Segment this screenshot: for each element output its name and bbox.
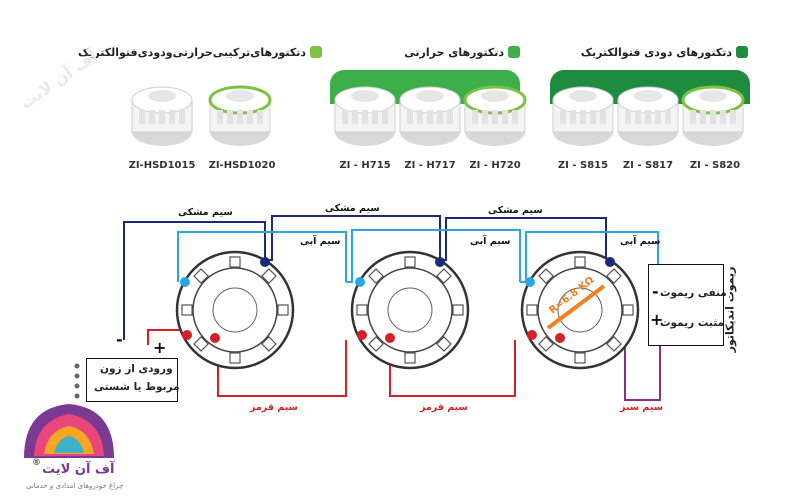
blue-wire (177, 229, 659, 283)
detector-image (552, 86, 614, 146)
group-title-text: دتکتورهای دودی فتوالکتریک (580, 45, 732, 59)
wire-label-blue: سیم آبی (300, 236, 341, 247)
wire-label-black: سیم مشکی (325, 203, 380, 214)
detector-image (208, 85, 272, 146)
detector-base (520, 250, 640, 370)
group-title-combined: دتکتورهای‌ترکیبی‌حرارتی‌ودودی‌فتوالکتریک (70, 42, 322, 62)
model-label-hsd1015: ZI-HSD1015 (128, 160, 196, 171)
detector-image (399, 86, 461, 146)
model-label-h720: ZI - H720 (469, 160, 521, 171)
remote-box-title: ریموت اندیکاتور (723, 266, 737, 353)
detector-base (350, 250, 470, 370)
wire-label-green: سیم سبز (620, 402, 664, 413)
wire-label-blue: سیم آبی (620, 236, 661, 247)
resistor-line (546, 284, 606, 330)
model-label-h715: ZI - H715 (339, 160, 391, 171)
wire-label-black: سیم مشکی (178, 207, 233, 218)
model-label-h717: ZI - H717 (404, 160, 456, 171)
brand-logo-icon (24, 404, 114, 458)
red-wire (147, 329, 516, 397)
remote-neg-sign: - (652, 282, 659, 301)
remote-indicator-box (648, 264, 724, 346)
wiring-diagram (123, 215, 666, 401)
wire-label-blue: سیم آبی (470, 236, 511, 247)
model-label-s817: ZI - S817 (622, 160, 674, 171)
detector-image (334, 86, 396, 146)
detector-image (617, 86, 679, 146)
zone-input-line2: مربوط یا شستی (94, 381, 180, 393)
detector-base (175, 250, 295, 370)
wire-label-red: سیم قرمز (250, 402, 298, 413)
zone-input-line1: ورودی از زون (100, 363, 173, 375)
group-title-smoke: دتکتورهای دودی فتوالکتریک (568, 42, 748, 62)
model-label-hsd1020: ZI-HSD1020 (208, 160, 276, 171)
group-title-text: دتکتورهای‌ترکیبی‌حرارتی‌ودودی‌فتوالکتریک (77, 45, 306, 59)
zone-neg-sign: - (116, 330, 123, 349)
wire-label-red: سیم قرمز (420, 402, 468, 413)
bullet-icon (310, 46, 322, 58)
brand-name: آف آن لایت (42, 462, 115, 477)
model-label-s820: ZI - S820 (689, 160, 741, 171)
brand-tagline: چراغ خودروهای امدادی و خدماتی (26, 482, 124, 490)
remote-positive-label: مثبت ریموت (660, 317, 725, 329)
wire-label-black: سیم مشکی (488, 205, 543, 216)
zone-input-box (86, 358, 178, 402)
remote-pos-sign: + (650, 310, 664, 329)
brand-registered: ® (32, 458, 41, 468)
model-label-s815: ZI - S815 (557, 160, 609, 171)
bullet-icon (508, 46, 520, 58)
detector-image (681, 85, 745, 146)
detector-image (463, 85, 527, 146)
detector-image (131, 86, 193, 146)
zone-pos-sign: + (153, 338, 167, 357)
detector-products (131, 85, 745, 146)
dotted-indicator (74, 363, 80, 399)
bullet-icon (736, 46, 748, 58)
group-title-text: دتکتورهای حرارتی (404, 45, 504, 59)
group-title-heat: دتکتورهای حرارتی (365, 42, 520, 62)
remote-negative-label: منفی ریموت (660, 287, 727, 299)
